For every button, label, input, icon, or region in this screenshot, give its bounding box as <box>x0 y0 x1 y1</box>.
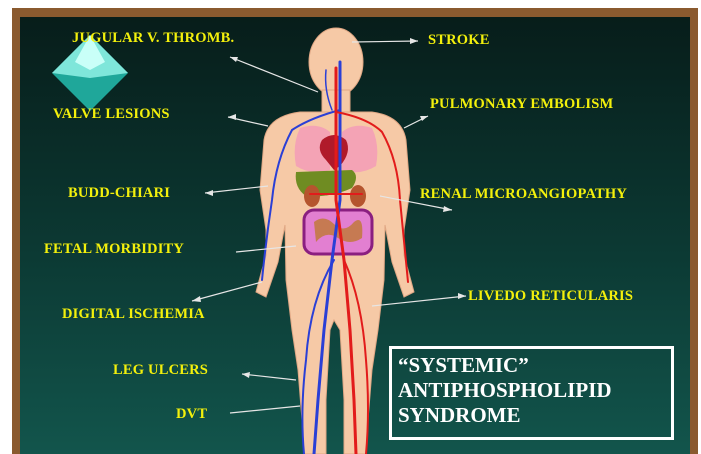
syndrome-title-line3: SYNDROME <box>398 403 671 428</box>
label-renal-microangiopathy: RENAL MICROANGIOPATHY <box>420 186 627 203</box>
label-jugular-thrombosis: JUGULAR V. THROMB. <box>72 30 234 47</box>
kidney-right <box>350 185 366 207</box>
kidney-left <box>304 185 320 207</box>
label-digital-ischemia: DIGITAL ISCHEMIA <box>62 306 205 323</box>
syndrome-title-box: “SYSTEMIC” ANTIPHOSPHOLIPID SYNDROME <box>389 346 674 440</box>
syndrome-title-line2: ANTIPHOSPHOLIPID <box>398 378 671 403</box>
label-budd-chiari: BUDD-CHIARI <box>68 185 170 202</box>
label-dvt: DVT <box>176 406 207 423</box>
label-pulmonary-embolism: PULMONARY EMBOLISM <box>430 96 613 113</box>
label-fetal-morbidity: FETAL MORBIDITY <box>44 241 184 258</box>
label-stroke: STROKE <box>428 32 490 49</box>
syndrome-title-line1: “SYSTEMIC” <box>398 353 671 378</box>
label-leg-ulcers: LEG ULCERS <box>113 362 208 379</box>
label-livedo-reticularis: LIVEDO RETICULARIS <box>468 288 633 305</box>
slide: JUGULAR V. THROMB. VALVE LESIONS BUDD-CH… <box>20 17 690 454</box>
label-valve-lesions: VALVE LESIONS <box>53 106 170 123</box>
